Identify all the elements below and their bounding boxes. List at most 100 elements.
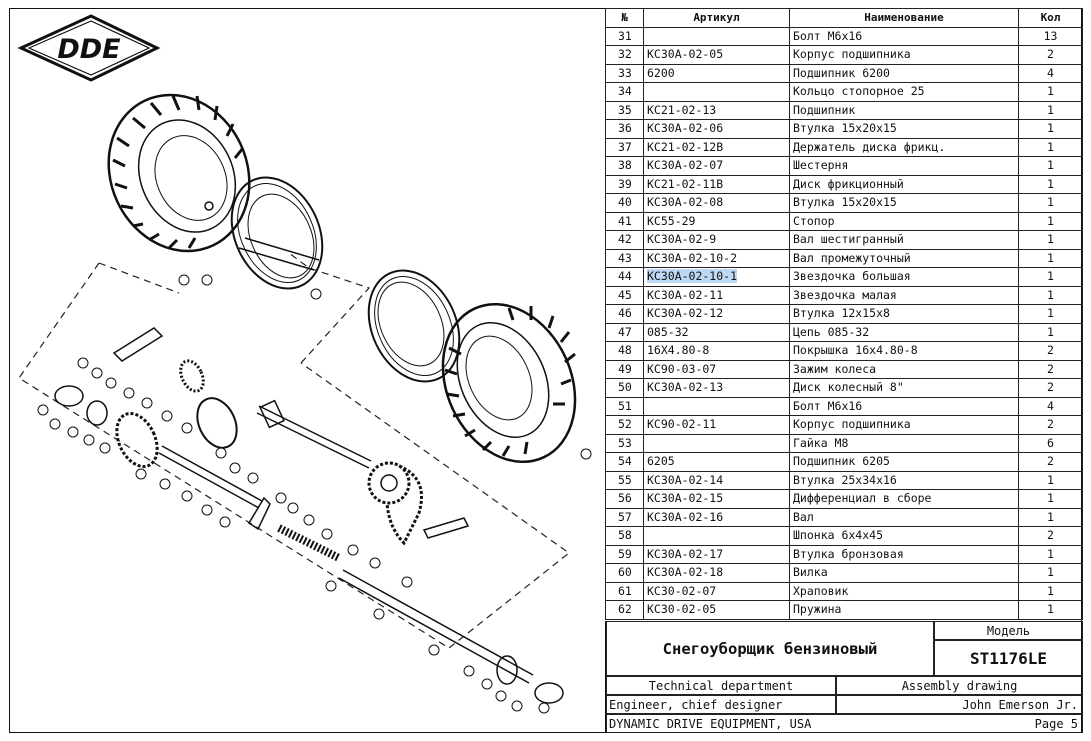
cell-qty: 6: [1018, 433, 1083, 453]
engineer-role: Engineer, chief designer: [606, 695, 836, 714]
cell-name: Втулка 12x15x8: [789, 304, 1019, 324]
cell-qty: 2: [1018, 415, 1083, 435]
cell-qty: 2: [1018, 526, 1083, 546]
cell-name: Звездочка большая: [789, 267, 1019, 287]
model-value: ST1176LE: [934, 640, 1083, 676]
company-name: DYNAMIC DRIVE EQUIPMENT, USA: [609, 716, 812, 731]
cell-num: 32: [605, 45, 644, 65]
cell-article: KC30A-02-18: [643, 563, 790, 583]
cell-qty: 2: [1018, 359, 1083, 379]
cell-name: Шестерня: [789, 156, 1019, 176]
cell-qty: 1: [1018, 82, 1083, 102]
cell-name: Стопор: [789, 211, 1019, 231]
product-title: Снегоуборщик бензиновый: [606, 621, 934, 676]
cell-name: Втулка 15x20x15: [789, 193, 1019, 213]
cell-qty: 1: [1018, 563, 1083, 583]
cell-num: 46: [605, 304, 644, 324]
cell-num: 54: [605, 452, 644, 472]
cell-article: [643, 526, 790, 546]
cell-name: Держатель диска фрикц.: [789, 137, 1019, 157]
cell-article: KC21-02-11B: [643, 174, 790, 194]
cell-num: 56: [605, 489, 644, 509]
cell-name: Покрышка 16x4.80-8: [789, 341, 1019, 361]
cell-article: KC30A-02-10-1: [643, 267, 790, 287]
assembly-frame-lines: [18, 252, 571, 649]
cell-qty: 1: [1018, 544, 1083, 564]
cell-name: Подшипник 6205: [789, 452, 1019, 472]
cell-name: Храповик: [789, 581, 1019, 601]
cell-num: 43: [605, 248, 644, 268]
cell-qty: 1: [1018, 285, 1083, 305]
cell-qty: 1: [1018, 248, 1083, 268]
cell-article: 085-32: [643, 322, 790, 342]
cell-name: Цепь 085-32: [789, 322, 1019, 342]
cell-num: 44: [605, 267, 644, 287]
cell-article: KC90-02-11: [643, 415, 790, 435]
cell-name: Подшипник: [789, 100, 1019, 120]
cell-name: Пружина: [789, 600, 1019, 620]
cell-article: KC30A-02-08: [643, 193, 790, 213]
department: Technical department: [606, 676, 836, 695]
cell-article: [643, 26, 790, 46]
cell-num: 45: [605, 285, 644, 305]
cell-name: Зажим колеса: [789, 359, 1019, 379]
cell-article: KC30A-02-07: [643, 156, 790, 176]
cell-qty: 1: [1018, 119, 1083, 139]
cell-qty: 1: [1018, 174, 1083, 194]
dde-logo: DDE: [17, 14, 161, 82]
rim-left: [230, 176, 324, 290]
cell-num: 42: [605, 230, 644, 250]
cell-num: 39: [605, 174, 644, 194]
cell-qty: 1: [1018, 600, 1083, 620]
parts-table-header: № Артикул Наименование Кол: [605, 8, 1083, 28]
cell-num: 53: [605, 433, 644, 453]
cell-article: KC30A-02-12: [643, 304, 790, 324]
cell-num: 40: [605, 193, 644, 213]
cell-qty: 1: [1018, 267, 1083, 287]
cell-qty: 2: [1018, 45, 1083, 65]
cell-name: Вал шестигранный: [789, 230, 1019, 250]
cell-num: 31: [605, 26, 644, 46]
header-name: Наименование: [789, 8, 1019, 28]
cell-article: KC30A-02-15: [643, 489, 790, 509]
cell-num: 36: [605, 119, 644, 139]
cell-article: KC21-02-12B: [643, 137, 790, 157]
cell-article: KC30A-02-05: [643, 45, 790, 65]
cell-name: Вал: [789, 507, 1019, 527]
tire-left: [107, 93, 251, 253]
cell-article: KC30A-02-11: [643, 285, 790, 305]
cell-article: 6200: [643, 63, 790, 83]
cell-num: 55: [605, 470, 644, 490]
cell-qty: 1: [1018, 322, 1083, 342]
cell-qty: 4: [1018, 396, 1083, 416]
header-num: №: [605, 8, 644, 28]
header-qty: Кол: [1018, 8, 1083, 28]
cell-name: Подшипник 6200: [789, 63, 1019, 83]
cell-name: Болт M6x16: [789, 396, 1019, 416]
company-row: DYNAMIC DRIVE EQUIPMENT, USA Page 5: [606, 714, 1083, 733]
cell-num: 59: [605, 544, 644, 564]
cell-name: Втулка 25x34x16: [789, 470, 1019, 490]
cell-qty: 1: [1018, 581, 1083, 601]
tire-right: [441, 302, 577, 464]
cell-num: 51: [605, 396, 644, 416]
cell-name: Диск колесный 8": [789, 378, 1019, 398]
cell-qty: 2: [1018, 452, 1083, 472]
